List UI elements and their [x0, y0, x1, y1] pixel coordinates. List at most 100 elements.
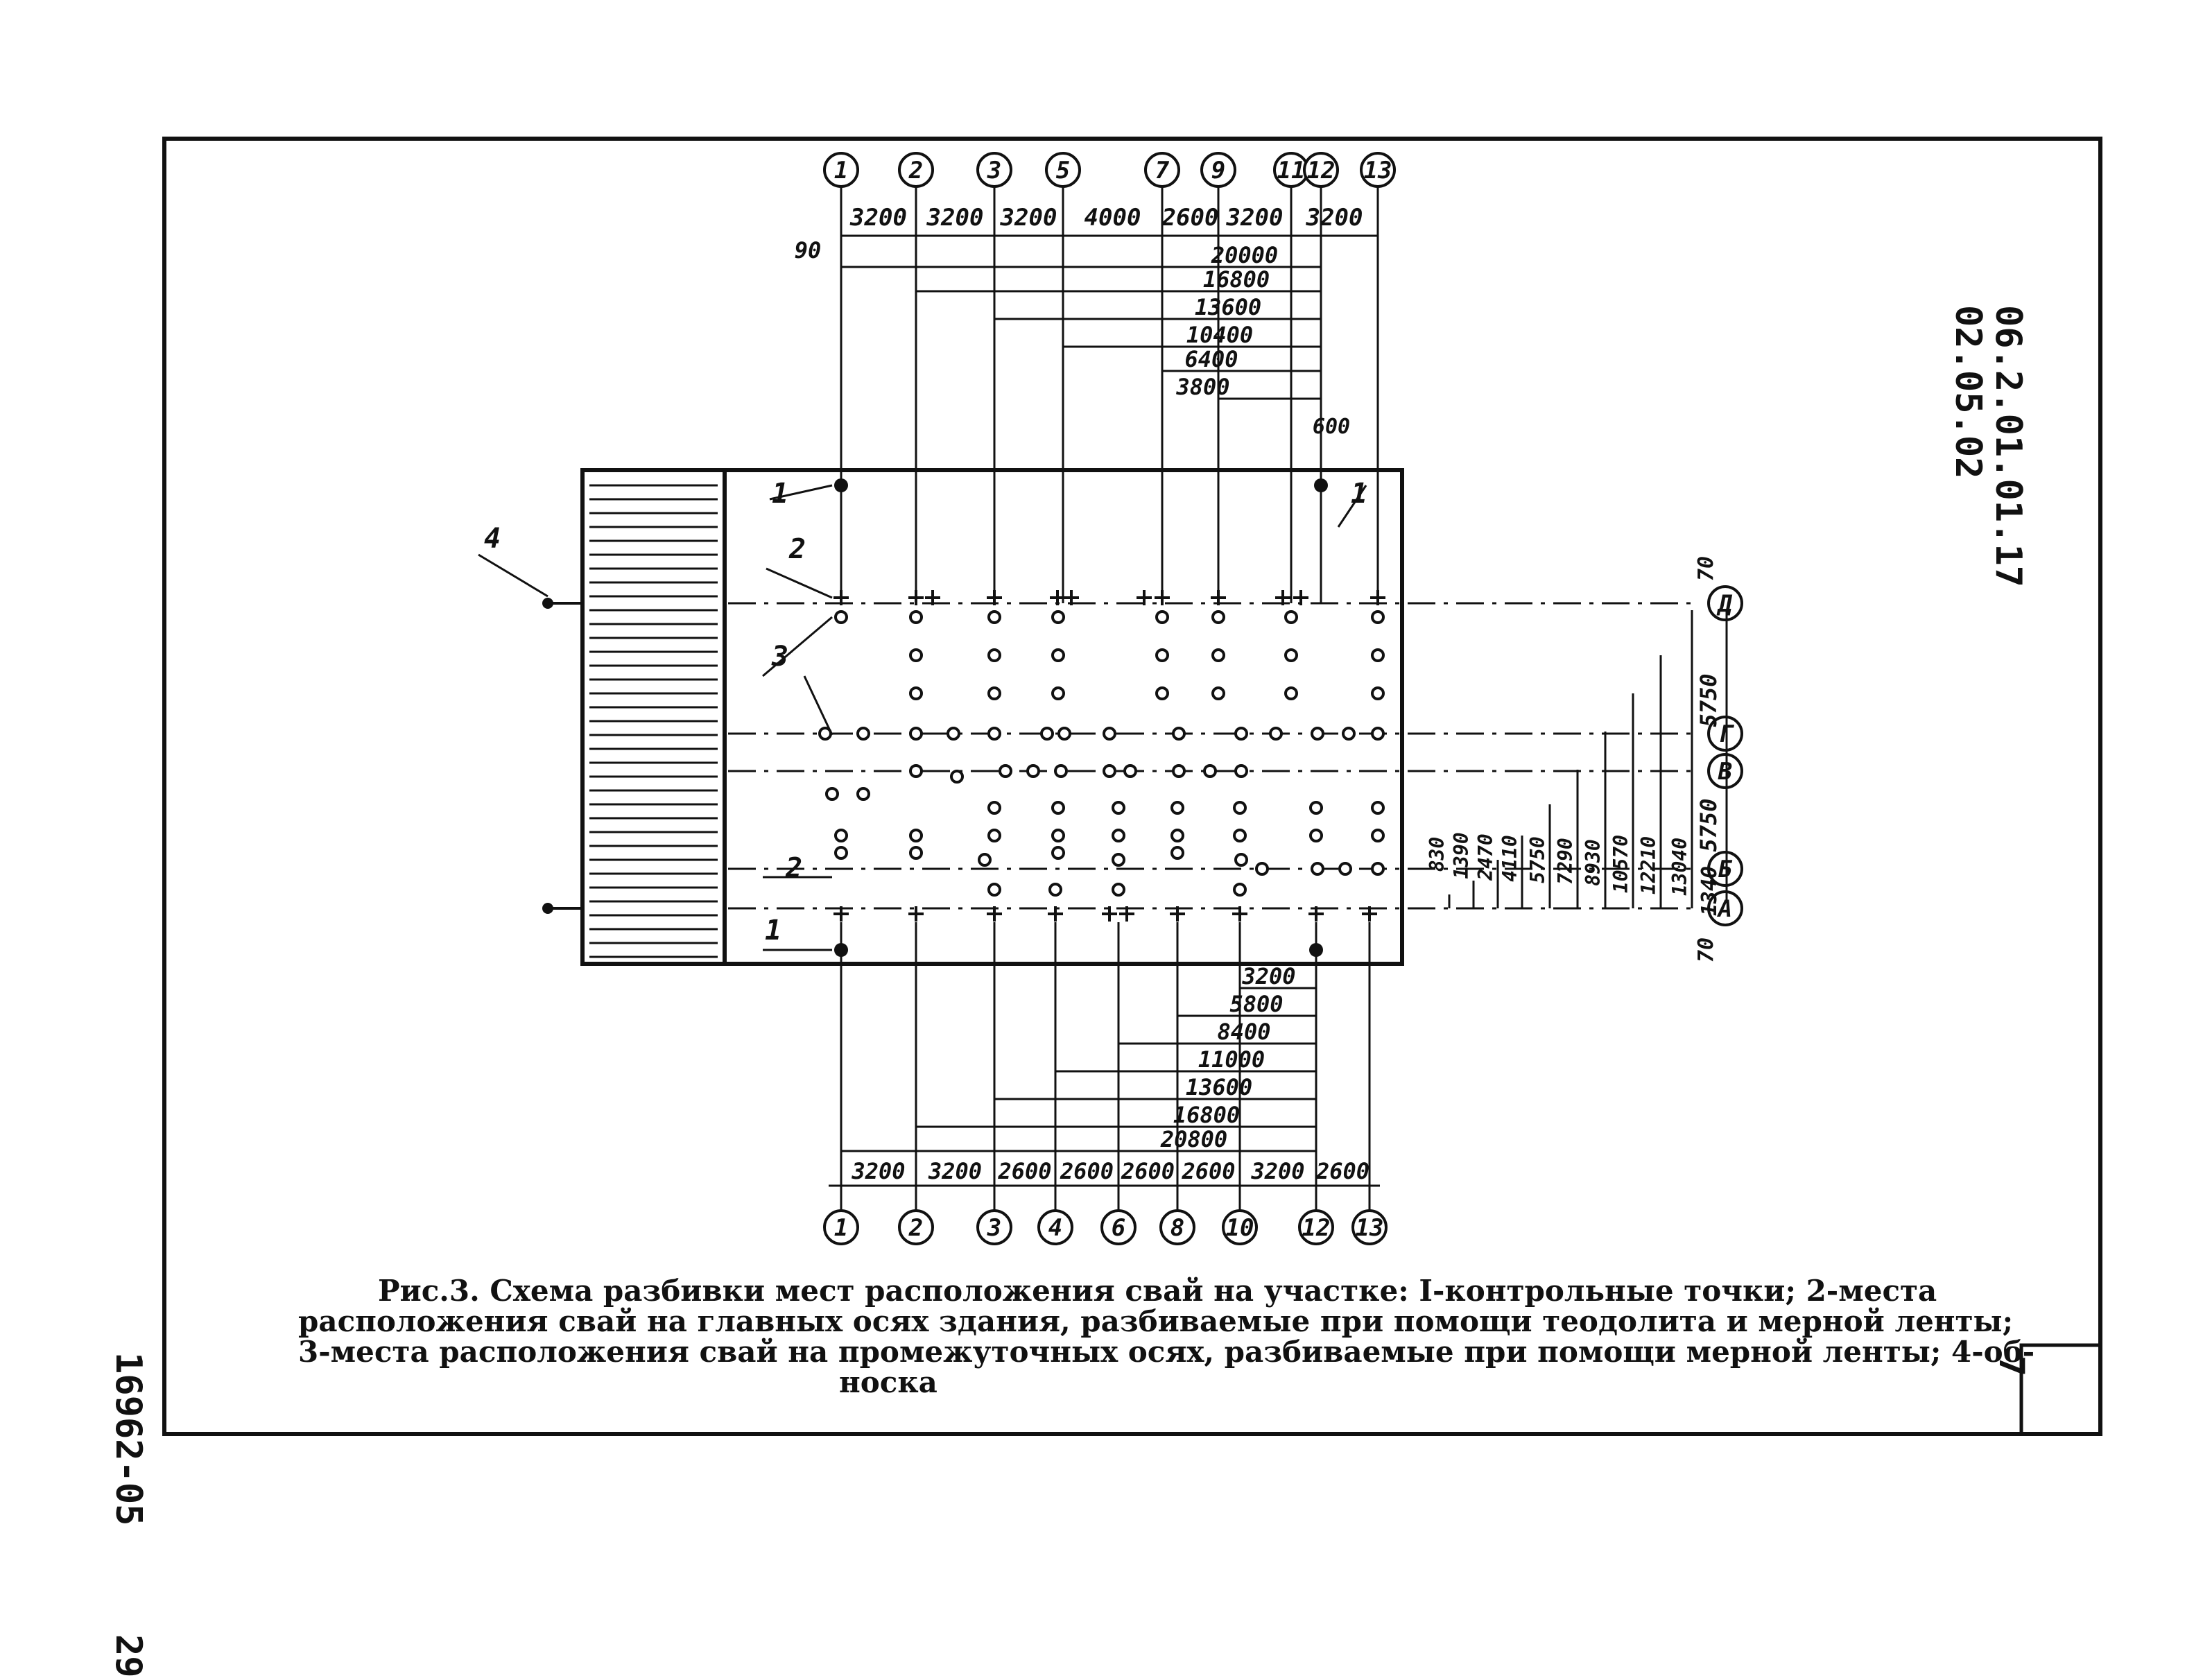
caption-line-4: носка — [839, 1365, 937, 1399]
pile-marker — [1051, 686, 1065, 700]
pile-marker — [1269, 727, 1283, 741]
pile-marker — [909, 764, 923, 778]
pile-marker — [1155, 686, 1169, 700]
pile-marker — [987, 686, 1001, 700]
dimension-row-cumulative: 13040 — [1668, 838, 1691, 896]
axis-bubble-top-label: 2 — [908, 157, 923, 184]
pile-marker — [834, 846, 848, 860]
pile-marker — [909, 648, 923, 662]
dimension-top-cumulative: 6400 — [1184, 346, 1238, 372]
pile-marker — [987, 801, 1001, 815]
dimension-top-span: 3200 — [1306, 204, 1363, 232]
pile-marker — [1371, 610, 1385, 624]
axis-bubble-row-label: Д — [1716, 590, 1733, 618]
axis-bubble-bottom-label: 1 — [834, 1214, 848, 1242]
axis-bubble-top-label: 9 — [1211, 157, 1225, 184]
axis-bubble-bottom — [1159, 1209, 1195, 1245]
axis-bubble-top — [1144, 152, 1180, 188]
batter-board-mark — [542, 598, 553, 609]
document-code-right: 06.2.01.01.17 02.05.02 — [1947, 305, 2029, 587]
pile-marker — [856, 787, 870, 801]
pile-marker — [1112, 829, 1125, 842]
pile-marker — [999, 764, 1012, 778]
axis-bubble-top-label: 11 — [1277, 157, 1306, 184]
pile-marker — [1284, 686, 1298, 700]
pile-marker — [1311, 862, 1324, 876]
axis-bubble-bottom — [976, 1209, 1012, 1245]
figure-caption: Рис.3. Схема разбивки мест расположения … — [298, 1276, 2034, 1399]
callout-leader — [762, 616, 833, 677]
pile-marker — [1155, 610, 1169, 624]
axis-bubble-bottom-label: 13 — [1356, 1214, 1384, 1242]
pile-marker — [1311, 727, 1324, 741]
control-point — [1309, 943, 1323, 957]
dimension-row: 5750 — [1695, 673, 1722, 727]
pile-marker — [1172, 727, 1186, 741]
axis-bubble-bottom — [1037, 1209, 1073, 1245]
dimension-row: 5750 — [1695, 798, 1722, 851]
pile-marker — [1112, 883, 1125, 897]
callout-4-label: 4 — [484, 523, 501, 555]
pile-marker — [1309, 801, 1323, 815]
pile-marker — [1172, 764, 1186, 778]
dimension-row-cumulative: 5750 — [1526, 836, 1549, 883]
axis-bubble-top — [976, 152, 1012, 188]
pile-marker — [987, 883, 1001, 897]
pile-marker — [1026, 764, 1040, 778]
pile-marker — [1371, 862, 1385, 876]
page-number-box — [2019, 1343, 2102, 1436]
pile-marker — [1371, 801, 1385, 815]
dimension-row-cumulative: 830 — [1426, 837, 1449, 872]
hatched-zone — [580, 468, 727, 966]
callout-2-label: 2 — [785, 852, 802, 884]
pile-marker — [825, 787, 839, 801]
dimension-top-span: 4000 — [1085, 204, 1141, 232]
axis-bubble-top — [898, 152, 934, 188]
dimension-row-offset: 70 — [1694, 937, 1718, 962]
dimension-bottom-cumulative: 5800 — [1229, 991, 1283, 1017]
sheet-frame — [162, 137, 2102, 1436]
pile-marker — [1211, 610, 1225, 624]
callout-leader — [769, 484, 833, 501]
axis-bubble-bottom — [1222, 1209, 1258, 1245]
pile-marker — [950, 770, 964, 784]
pile-marker — [1048, 883, 1062, 897]
dimension-bottom-cumulative: 16800 — [1173, 1102, 1240, 1128]
dimension-row-cumulative: 1390 — [1450, 832, 1473, 879]
sheet-number: 29 — [107, 1634, 149, 1678]
pile-marker — [1234, 764, 1248, 778]
axis-bubble-bottom — [1351, 1209, 1388, 1245]
document-code-left: 16962-05 29 — [107, 1352, 149, 1678]
control-point — [834, 478, 848, 492]
pile-marker — [856, 727, 870, 741]
dimension-bottom-span: 2600 — [1121, 1158, 1175, 1184]
axis-bubble-top-label: 7 — [1155, 157, 1170, 184]
dimension-top-cumulative: 10400 — [1186, 322, 1253, 348]
dimension-top-cumulative: 13600 — [1195, 294, 1261, 320]
dimension-top-span: 2600 — [1161, 204, 1219, 232]
dimension-top-cumulative: 16800 — [1203, 266, 1270, 293]
dimension-bottom-span: 2600 — [1181, 1158, 1235, 1184]
pile-marker — [1170, 801, 1184, 815]
pile-marker — [987, 648, 1001, 662]
pile-marker — [1051, 846, 1065, 860]
axis-bubble-row-label: А — [1717, 895, 1732, 923]
pile-marker — [1170, 829, 1184, 842]
dimension-row-cumulative: 12210 — [1637, 836, 1660, 894]
dimension-bottom-span: 3200 — [928, 1158, 982, 1184]
document-code-line1: 06.2.01.01.17 — [1987, 305, 2029, 587]
dimension-row-cumulative: 8930 — [1582, 839, 1605, 885]
axis-bubble-top — [1045, 152, 1081, 188]
callout-1-label: 1 — [765, 915, 781, 946]
pile-marker — [1371, 829, 1385, 842]
pile-marker — [909, 846, 923, 860]
callout-leader — [1337, 485, 1367, 528]
pile-marker — [1233, 801, 1247, 815]
axis-bubble-row — [1707, 890, 1743, 926]
pile-marker — [1371, 686, 1385, 700]
callout-2-label: 2 — [788, 533, 806, 565]
dimension-bottom-cumulative: 20800 — [1160, 1126, 1227, 1152]
pile-marker — [909, 727, 923, 741]
caption-line-2: расположения свай на главных осях здания… — [298, 1304, 2014, 1338]
axis-bubble-bottom-label: 8 — [1170, 1214, 1184, 1242]
